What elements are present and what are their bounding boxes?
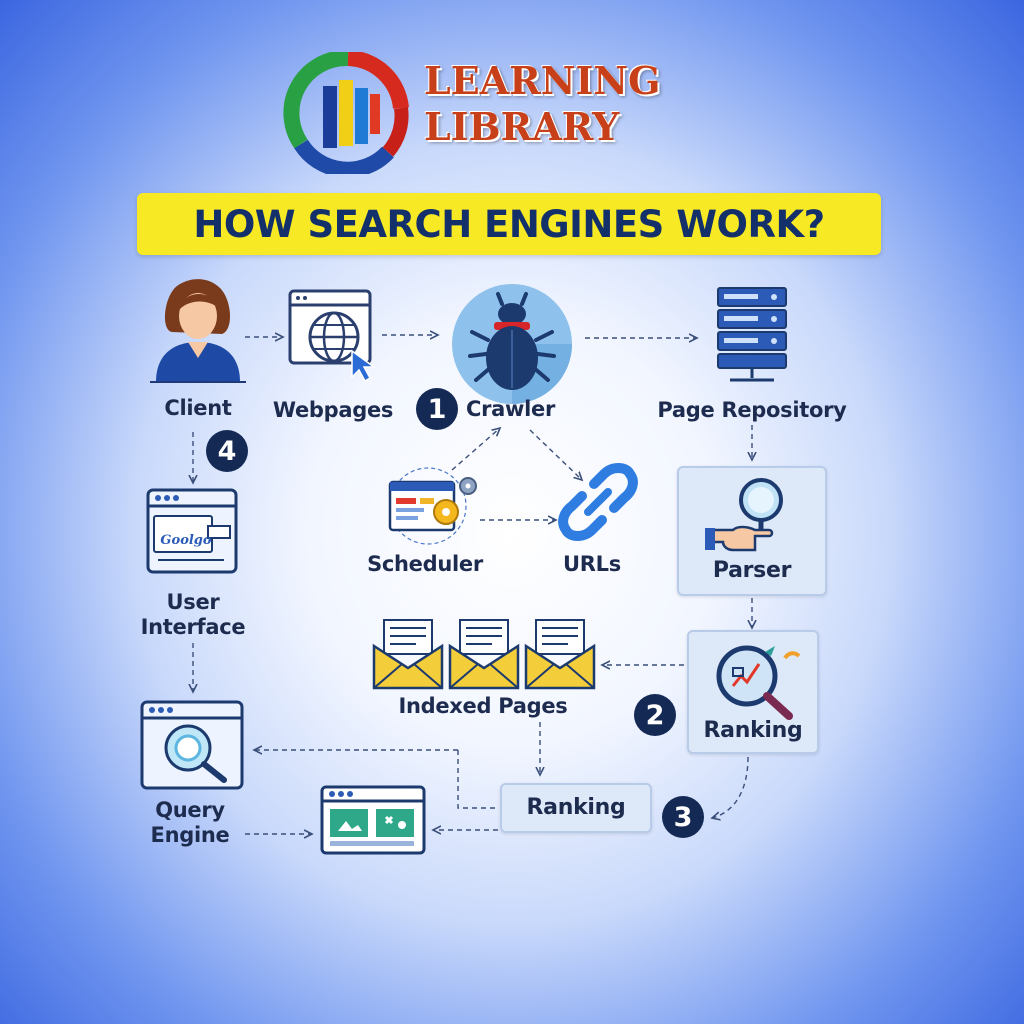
crawler-label: Crawler [466,397,556,421]
step-badge-3: 3 [662,796,704,838]
user-interface-label-line1: User [166,590,220,614]
ranking-box: Ranking [687,630,819,754]
arrow-ranking-rankingcenter [712,756,749,818]
parser-label: Parser [712,558,792,583]
arrow-scheduler-crawler [451,428,500,471]
browser-gears-icon [388,467,477,545]
browser-search-icon [146,488,238,574]
query-engine-label-line1: Query [155,798,225,822]
brand-line-1: LEARNING [424,58,661,103]
browser-results-icon [320,785,426,855]
envelope-icon [524,619,596,690]
hand-magnifier-icon [705,478,783,552]
envelope-icon [448,619,520,690]
arrow-crawler-urls [529,429,582,480]
envelope-icon-group [372,619,596,690]
arrow-rankingcenter-query [254,750,496,809]
person-icon [150,279,246,383]
client-label: Client [164,396,232,420]
ranking-center-label: Ranking [526,794,626,820]
globe-browser-icon [288,289,377,383]
page-title: HOW SEARCH ENGINES WORK? [193,202,825,246]
user-interface-label-line2: Interface [140,615,246,639]
step-badge-4: 4 [206,430,248,472]
parser-box: Parser [677,466,827,596]
page-repository-label: Page Repository [657,398,847,422]
webpages-label: Webpages [272,398,394,422]
envelope-icon [372,619,444,690]
indexed-pages-label: Indexed Pages [398,694,568,718]
magnifier-chart-icon [716,645,801,720]
step-badge-2: 2 [634,694,676,736]
title-banner: HOW SEARCH ENGINES WORK? [137,193,881,255]
ranking-box-label: Ranking [703,718,803,743]
learning-library-logo [283,52,409,174]
query-engine-label-line2: Engine [150,823,230,847]
brand-line-2: LIBRARY [424,104,620,149]
browser-magnifier-icon [140,700,244,790]
browser-logo-text: Goolgo [160,533,212,548]
urls-label: URLs [563,552,621,576]
step-badge-1: 1 [416,388,458,430]
ranking-center-box: Ranking [500,783,652,833]
scheduler-label: Scheduler [367,552,483,576]
server-icon [717,287,787,382]
bug-icon [452,284,572,404]
chain-link-icon [558,463,638,541]
